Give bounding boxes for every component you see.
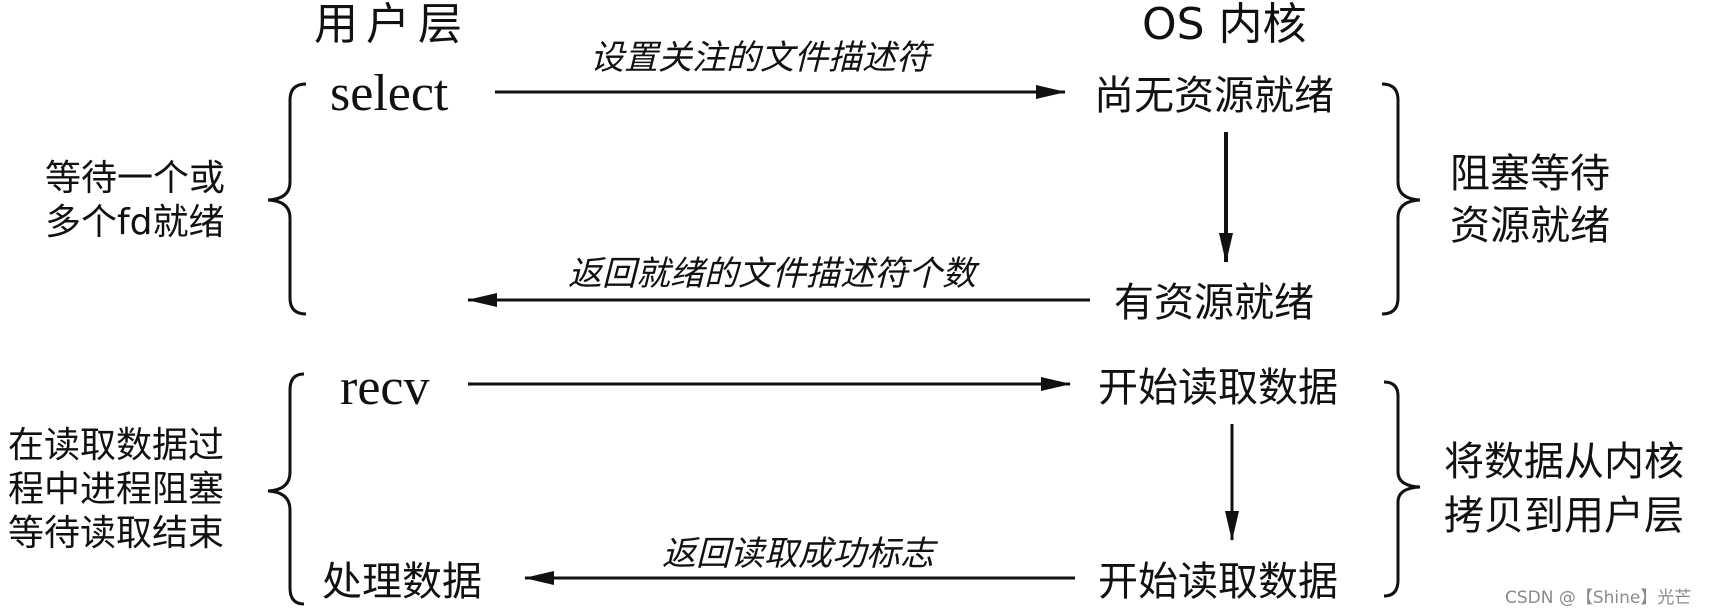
note-line: 在读取数据过 [8,425,225,466]
right-brace-recv [1383,380,1421,598]
note-line: 等待读取结束 [8,513,225,554]
left-brace-recv [267,372,305,606]
kernel-start-read-data-2: 开始读取数据 [1098,559,1338,604]
note-wait-fd-ready: 等待一个或 多个fd就绪 [45,157,225,245]
kernel-no-resource-ready: 尚无资源就绪 [1094,73,1334,118]
left-brace-select [267,82,307,316]
note-line: 将数据从内核 [1444,439,1684,485]
note-blocked-during-read: 在读取数据过 程中进程阻塞 等待读取结束 [8,424,224,556]
note-line: 资源就绪 [1450,203,1610,249]
note-copy-kernel-to-user: 将数据从内核 拷贝到用户层 [1444,435,1684,543]
note-line: 多个fd就绪 [45,202,225,243]
note-line: 程中进程阻塞 [8,469,225,510]
watermark: CSDN @【Shine】光芒 [1505,588,1692,608]
label-return-ready-count: 返回就绪的文件描述符个数 [568,256,976,293]
label-return-success-flag: 返回读取成功标志 [662,536,934,573]
right-brace-select [1381,82,1421,316]
select-call: select [330,65,449,122]
recv-call: recv [340,359,430,416]
user-process-data: 处理数据 [322,559,482,604]
note-line: 阻塞等待 [1450,151,1610,197]
header-user-layer: 用户层 [314,0,470,50]
header-os-kernel: OS 内核 [1142,0,1307,50]
note-block-wait: 阻塞等待 资源就绪 [1450,148,1610,252]
note-line: 等待一个或 [45,158,226,199]
kernel-resource-ready: 有资源就绪 [1114,280,1314,325]
kernel-start-read-data: 开始读取数据 [1098,365,1338,410]
note-line: 拷贝到用户层 [1444,493,1684,539]
label-set-fds: 设置关注的文件描述符 [590,40,930,77]
